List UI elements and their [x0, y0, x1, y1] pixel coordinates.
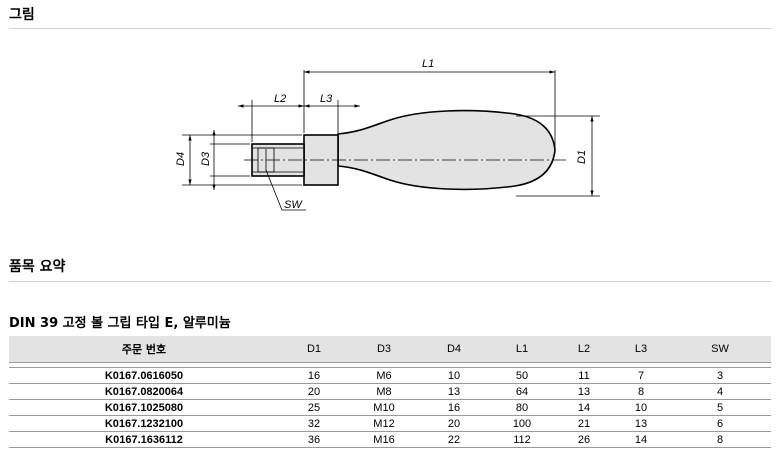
- table-cell: 50: [489, 367, 555, 384]
- header-sw: SW: [669, 336, 771, 363]
- header-d3: D3: [349, 336, 419, 363]
- table-title: DIN 39 고정 볼 그립 타입 E, 알루미늄: [9, 316, 231, 331]
- table-cell: 14: [555, 399, 613, 416]
- table-cell: 21: [555, 415, 613, 432]
- summary-section-title: 품목 요약: [9, 259, 66, 275]
- table-cell: 22: [419, 431, 489, 448]
- table-cell: M12: [349, 415, 419, 432]
- table-cell: 8: [613, 383, 669, 400]
- table-cell: 3: [669, 367, 771, 384]
- label-d1: D1: [576, 150, 588, 164]
- table-cell: 36: [279, 431, 349, 448]
- table-cell: 11: [555, 367, 613, 384]
- table-cell: M10: [349, 399, 419, 416]
- label-sw: SW: [284, 199, 303, 211]
- table-cell: 16: [279, 367, 349, 384]
- table-cell: 14: [613, 431, 669, 448]
- table-cell: M6: [349, 367, 419, 384]
- header-l3: L3: [613, 336, 669, 363]
- table-cell: 6: [669, 415, 771, 432]
- table-row: K0167.1636112 36 M16 22 112 26 14 8: [9, 431, 771, 448]
- table-header-row: 주문 번호 D1 D3 D4 L1 L2 L3 SW: [9, 336, 771, 363]
- table-cell: 26: [555, 431, 613, 448]
- table-cell: 5: [669, 399, 771, 416]
- section-divider: [9, 28, 771, 29]
- table-cell: 4: [669, 383, 771, 400]
- header-l2: L2: [555, 336, 613, 363]
- table-cell: 20: [279, 383, 349, 400]
- header-l1: L1: [489, 336, 555, 363]
- table-cell: 64: [489, 383, 555, 400]
- order-number-cell: K0167.0616050: [9, 367, 279, 384]
- label-l2: L2: [274, 93, 286, 105]
- header-d1: D1: [279, 336, 349, 363]
- table-cell: 80: [489, 399, 555, 416]
- table-cell: 32: [279, 415, 349, 432]
- table-cell: 13: [555, 383, 613, 400]
- table-cell: 100: [489, 415, 555, 432]
- label-l3: L3: [320, 93, 333, 105]
- label-l1: L1: [422, 58, 434, 70]
- table-cell: 10: [419, 367, 489, 384]
- grip-handle-body: [337, 109, 556, 191]
- drawing-section-title: 그림: [9, 7, 35, 23]
- header-order-number: 주문 번호: [9, 336, 279, 363]
- order-number-cell: K0167.0820064: [9, 383, 279, 400]
- table-cell: 10: [613, 399, 669, 416]
- table-cell: 16: [419, 399, 489, 416]
- table-cell: 8: [669, 431, 771, 448]
- section-divider: [9, 281, 771, 282]
- table-cell: 112: [489, 431, 555, 448]
- order-number-cell: K0167.1025080: [9, 399, 279, 416]
- technical-drawing: L1 L2 L3 D1 D4 D3 SW: [175, 58, 600, 211]
- table-row: K0167.1025080 25 M10 16 80 14 10 5: [9, 399, 771, 416]
- specification-table: 주문 번호 D1 D3 D4 L1 L2 L3 SW K0167.0616050…: [9, 336, 771, 448]
- table-cell: 7: [613, 367, 669, 384]
- table-cell: M8: [349, 383, 419, 400]
- table-spacer-row: [9, 362, 771, 368]
- label-d4: D4: [175, 152, 187, 166]
- table-cell: M16: [349, 431, 419, 448]
- table-row: K0167.0616050 16 M6 10 50 11 7 3: [9, 367, 771, 384]
- table-cell: 25: [279, 399, 349, 416]
- table-cell: 13: [419, 383, 489, 400]
- order-number-cell: K0167.1636112: [9, 431, 279, 448]
- table-cell: 20: [419, 415, 489, 432]
- sw-leader-line: [265, 169, 283, 211]
- table-row: K0167.1232100 32 M12 20 100 21 13 6: [9, 415, 771, 432]
- order-number-cell: K0167.1232100: [9, 415, 279, 432]
- table-row: K0167.0820064 20 M8 13 64 13 8 4: [9, 383, 771, 400]
- header-d4: D4: [419, 336, 489, 363]
- label-d3: D3: [200, 151, 212, 166]
- table-cell: 13: [613, 415, 669, 432]
